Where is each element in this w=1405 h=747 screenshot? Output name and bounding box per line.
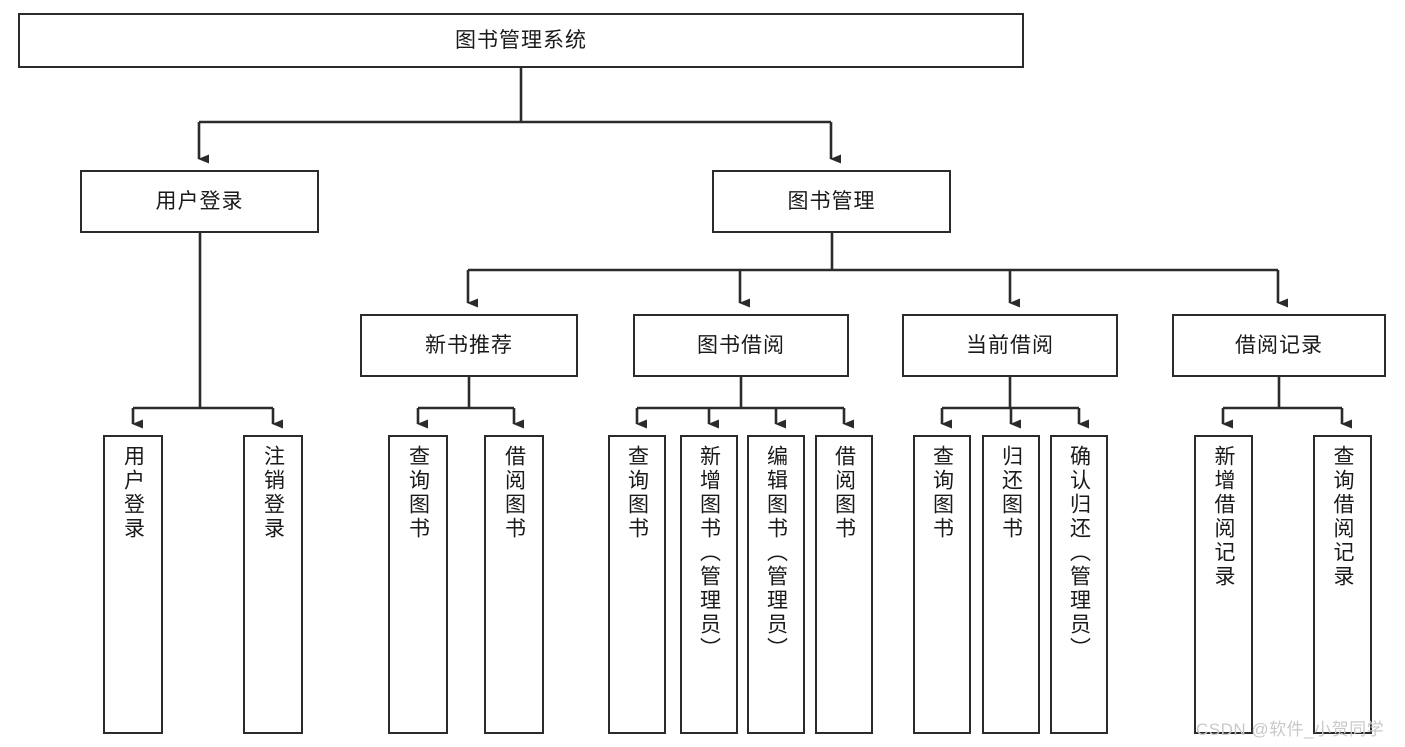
node-label: 用户登录 xyxy=(121,445,145,541)
node-label: 新增借阅记录 xyxy=(1212,445,1235,589)
node-label: 新书推荐 xyxy=(425,333,513,357)
node-leaf-bw-query[interactable]: 查询图书 xyxy=(608,435,666,734)
node-label: 注销登录 xyxy=(261,445,285,541)
node-label: 归还图书 xyxy=(999,445,1023,541)
node-label: 新增图书（管理员） xyxy=(697,445,721,661)
node-label: 借阅记录 xyxy=(1235,333,1323,357)
node-label: 当前借阅 xyxy=(966,333,1054,357)
node-leaf-rec-add[interactable]: 新增借阅记录 xyxy=(1194,435,1253,734)
node-label: 查询图书 xyxy=(406,445,430,541)
node-leaf-bw-add[interactable]: 新增图书（管理员） xyxy=(680,435,738,734)
node-label: 查询图书 xyxy=(625,445,649,541)
node-leaf-rec-query[interactable]: 查询借阅记录 xyxy=(1313,435,1372,734)
node-leaf-bw-edit[interactable]: 编辑图书（管理员） xyxy=(747,435,805,734)
node-records[interactable]: 借阅记录 xyxy=(1172,314,1386,377)
node-label: 图书管理 xyxy=(787,189,876,213)
node-leaf-cur-query[interactable]: 查询图书 xyxy=(913,435,971,734)
node-leaf-cur-confirm[interactable]: 确认归还（管理员） xyxy=(1050,435,1108,734)
node-label: 查询借阅记录 xyxy=(1331,445,1354,589)
node-leaf-user-login[interactable]: 用户登录 xyxy=(103,435,163,734)
node-borrow[interactable]: 图书借阅 xyxy=(633,314,849,377)
node-label: 确认归还（管理员） xyxy=(1067,445,1091,661)
node-newbook[interactable]: 新书推荐 xyxy=(360,314,578,377)
edge-group xyxy=(131,68,1352,429)
watermark: CSDN @软件_小贺同学 xyxy=(1196,720,1385,739)
node-label: 图书管理系统 xyxy=(455,28,587,52)
node-leaf-bw-borrow[interactable]: 借阅图书 xyxy=(815,435,873,734)
node-leaf-cur-return[interactable]: 归还图书 xyxy=(982,435,1040,734)
node-label: 借阅图书 xyxy=(832,445,856,541)
node-label: 编辑图书（管理员） xyxy=(764,445,788,661)
node-bookmgmt[interactable]: 图书管理 xyxy=(712,170,951,233)
node-label: 借阅图书 xyxy=(502,445,526,541)
node-label: 图书借阅 xyxy=(697,333,785,357)
node-login[interactable]: 用户登录 xyxy=(80,170,319,233)
node-leaf-logout[interactable]: 注销登录 xyxy=(243,435,303,734)
node-current[interactable]: 当前借阅 xyxy=(902,314,1118,377)
node-label: 查询图书 xyxy=(930,445,954,541)
node-root[interactable]: 图书管理系统 xyxy=(18,13,1024,68)
node-leaf-nb-borrow[interactable]: 借阅图书 xyxy=(484,435,544,734)
node-leaf-nb-query[interactable]: 查询图书 xyxy=(388,435,448,734)
node-label: 用户登录 xyxy=(155,189,244,213)
